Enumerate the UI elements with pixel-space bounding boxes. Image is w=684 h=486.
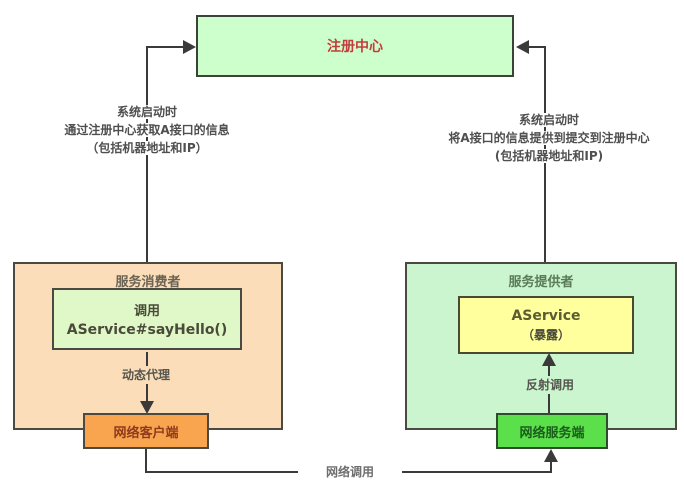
arrow-down-icon [140, 401, 154, 414]
connector-line-network-call-left [145, 449, 147, 473]
service-provider-title: 服务提供者 [508, 275, 574, 290]
service-impl-note: （暴露） [521, 327, 570, 342]
dynamic-proxy-label: 动态代理 [96, 366, 196, 384]
service-impl-name: AService [511, 307, 581, 324]
call-box: 调用 AService#sayHello() [52, 288, 242, 350]
network-call-label: 网络调用 [298, 463, 402, 481]
arrow-up-icon [542, 353, 556, 366]
note-line: 通过注册中心获取A接口的信息 [62, 123, 232, 137]
connector-line-provider-registry-horizontal [529, 46, 546, 48]
arrow-up-icon [544, 449, 558, 462]
note-line: 系统启动时 [114, 105, 179, 119]
registry-label: 注册中心 [327, 39, 383, 55]
network-client-box: 网络客户端 [83, 413, 209, 449]
call-box-line: 调用 [133, 304, 160, 319]
note-line: （包括机器地址和IP） [84, 141, 210, 155]
registry-box: 注册中心 [196, 15, 514, 77]
service-impl-box: AService （暴露） [458, 296, 634, 354]
note-line: 将A接口的信息提供到提交到注册中心 [446, 131, 652, 145]
network-server-box: 网络服务端 [496, 413, 608, 449]
network-client-label: 网络客户端 [113, 425, 179, 441]
network-server-label: 网络服务端 [519, 425, 585, 441]
consumer-registry-note: 系统启动时 通过注册中心获取A接口的信息 （包括机器地址和IP） [15, 103, 279, 157]
note-line: (包括机器地址和IP) [492, 149, 606, 163]
connector-line-consumer-registry-horizontal [146, 46, 184, 48]
arrow-left-icon [516, 40, 529, 54]
reflection-call-label: 反射调用 [500, 376, 600, 394]
call-box-method: AService#sayHello() [66, 322, 228, 338]
connector-line-network-call-right [550, 460, 552, 473]
note-line: 系统启动时 [516, 113, 581, 127]
arrow-right-icon [183, 40, 196, 54]
service-consumer-title: 服务消费者 [115, 275, 181, 290]
provider-registry-note: 系统启动时 将A接口的信息提供到提交到注册中心 (包括机器地址和IP) [416, 111, 682, 165]
